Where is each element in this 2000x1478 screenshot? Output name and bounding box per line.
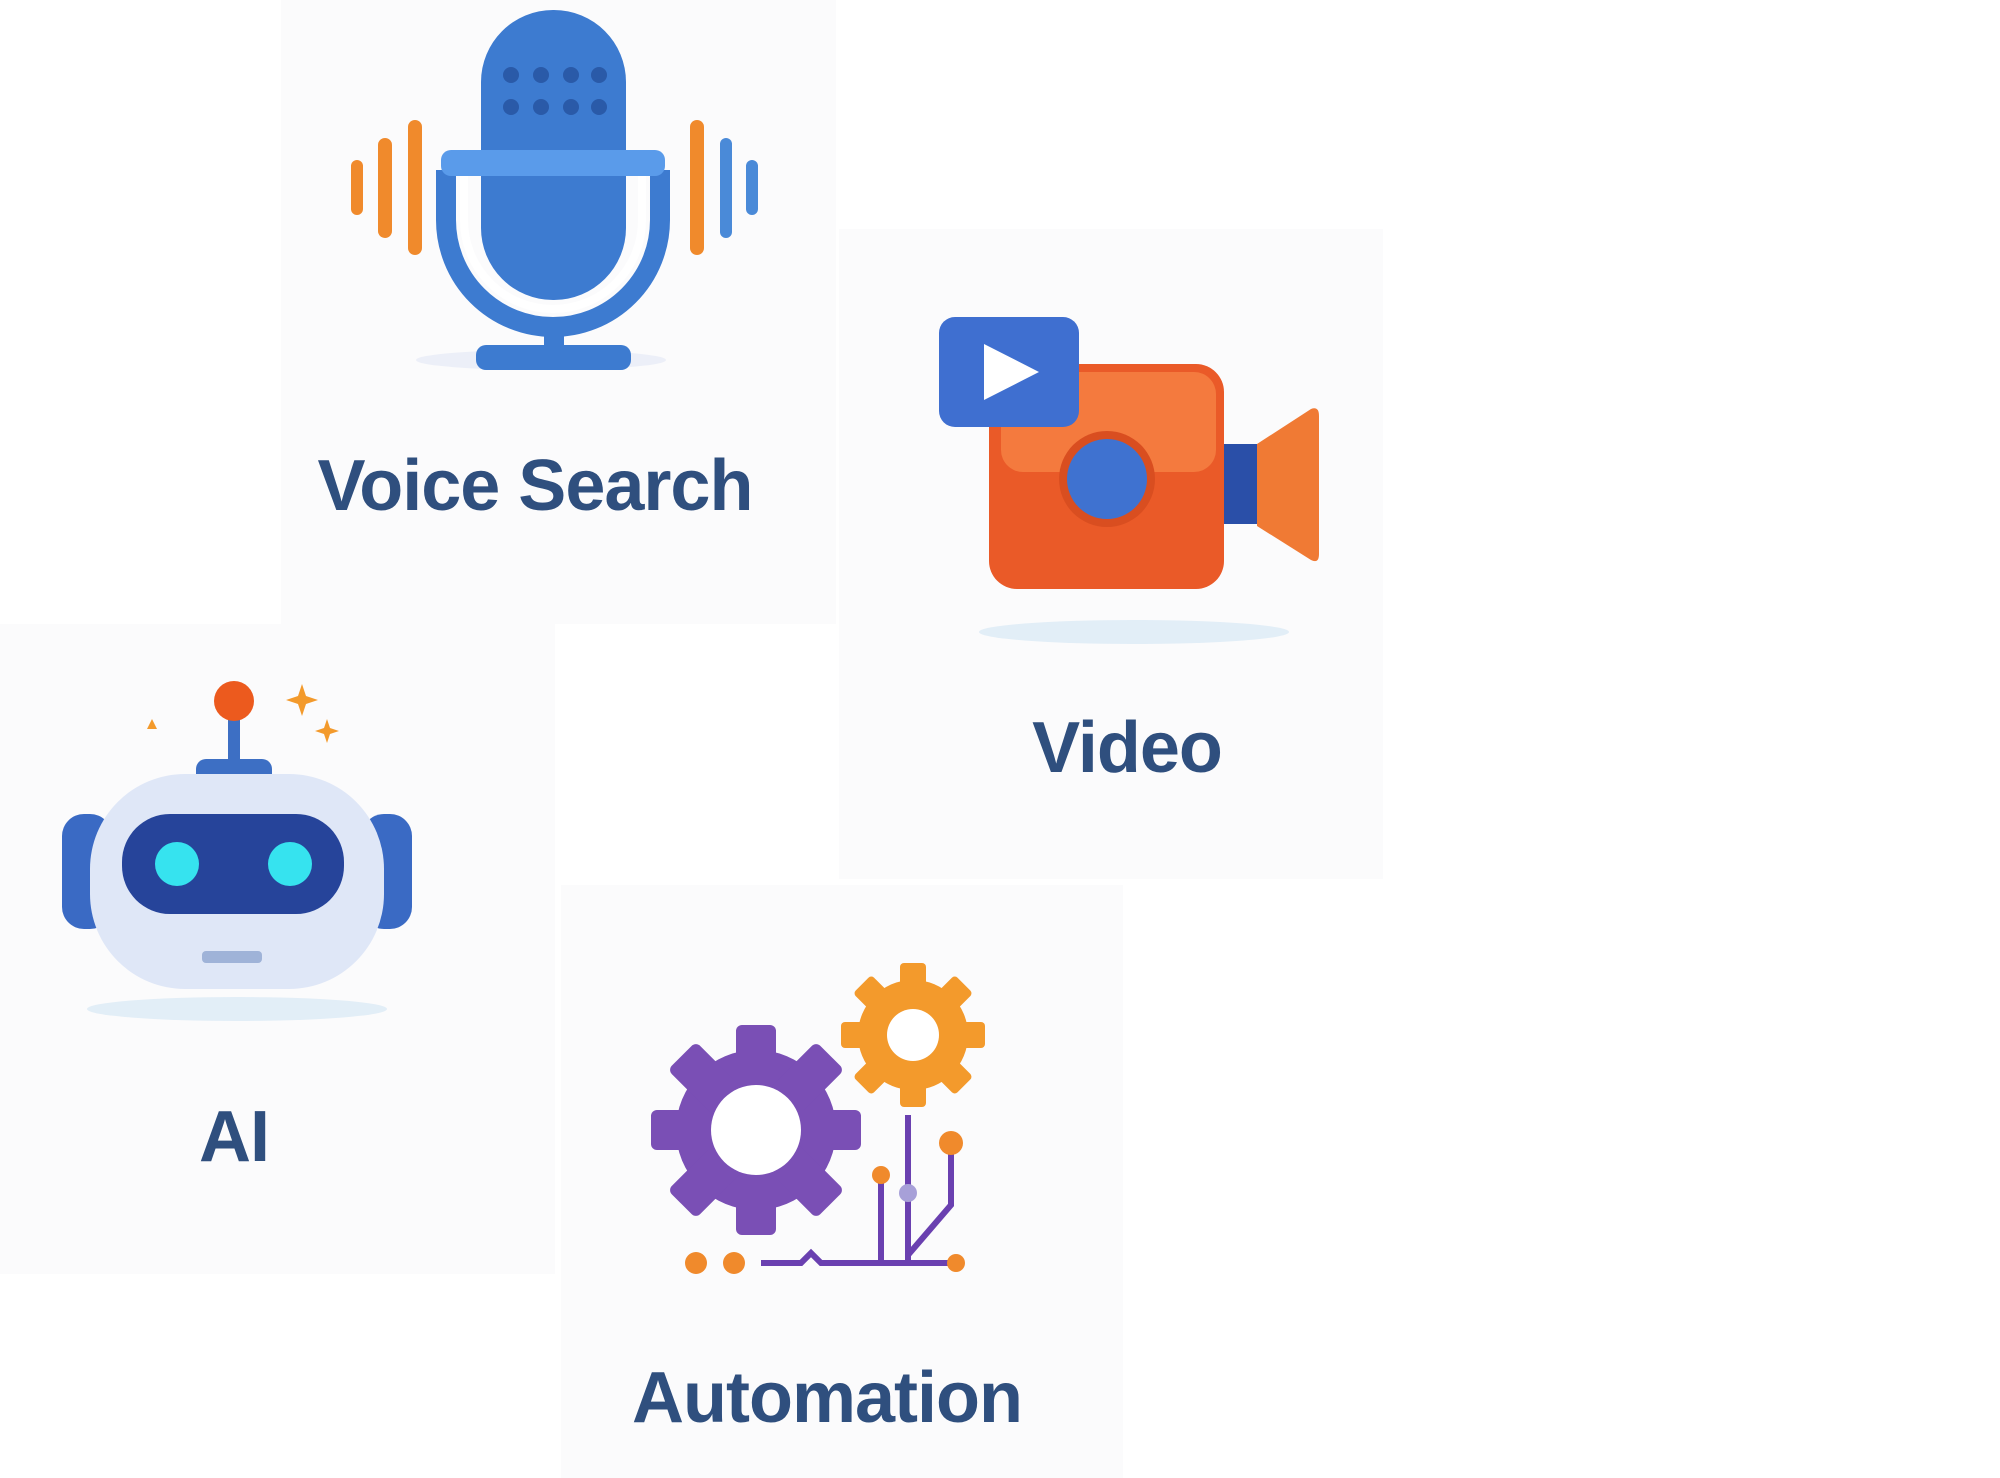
video-camera-icon [939, 317, 1319, 644]
tile-automation[interactable]: Automation [561, 885, 1123, 1478]
automation-label: Automation [632, 1358, 1023, 1438]
tile-voice-search[interactable]: Voice Search [281, 0, 836, 624]
gears-circuit-icon [651, 963, 985, 1274]
voice-search-label: Voice Search [317, 446, 754, 526]
ai-label: AI [199, 1097, 270, 1177]
tile-video[interactable]: Video [839, 229, 1383, 879]
video-label: Video [1032, 708, 1223, 788]
tile-ai[interactable]: AI [0, 624, 555, 1274]
robot-icon [62, 681, 412, 1021]
microphone-icon [351, 10, 758, 370]
